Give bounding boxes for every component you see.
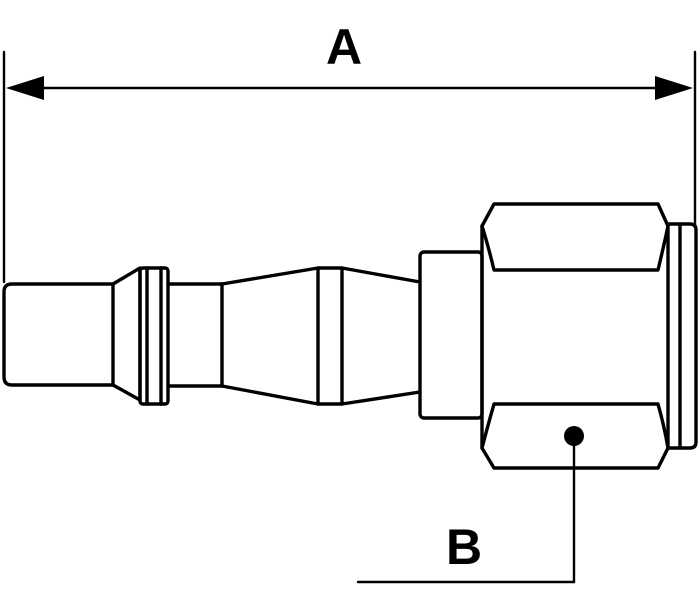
tapered-body [220, 266, 422, 406]
callout-b-leader [356, 426, 584, 584]
collar [418, 250, 484, 420]
callout-label-b: B [446, 519, 483, 575]
dimension-label-a: A [326, 19, 363, 75]
plug-neck [166, 282, 224, 388]
arrow-left-icon [6, 76, 44, 100]
plug-nose [2, 282, 115, 387]
arrow-right-icon [655, 76, 693, 100]
locking-groove [111, 266, 170, 406]
hex-nut [480, 202, 670, 470]
rear-flange [666, 222, 698, 450]
dimension-line-a [6, 76, 693, 100]
